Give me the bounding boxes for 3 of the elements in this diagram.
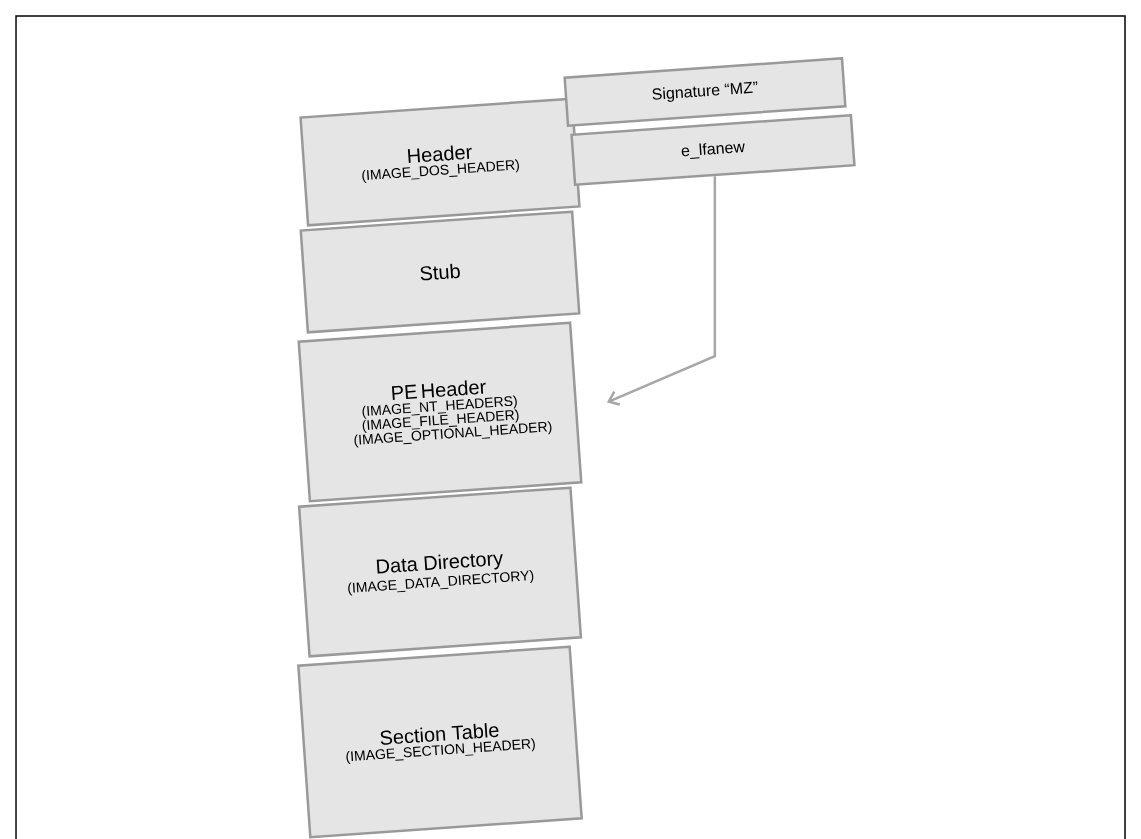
arrow <box>606 176 717 406</box>
header-box: Signature “MZ” <box>563 57 847 127</box>
section-box: Stub <box>299 210 581 334</box>
